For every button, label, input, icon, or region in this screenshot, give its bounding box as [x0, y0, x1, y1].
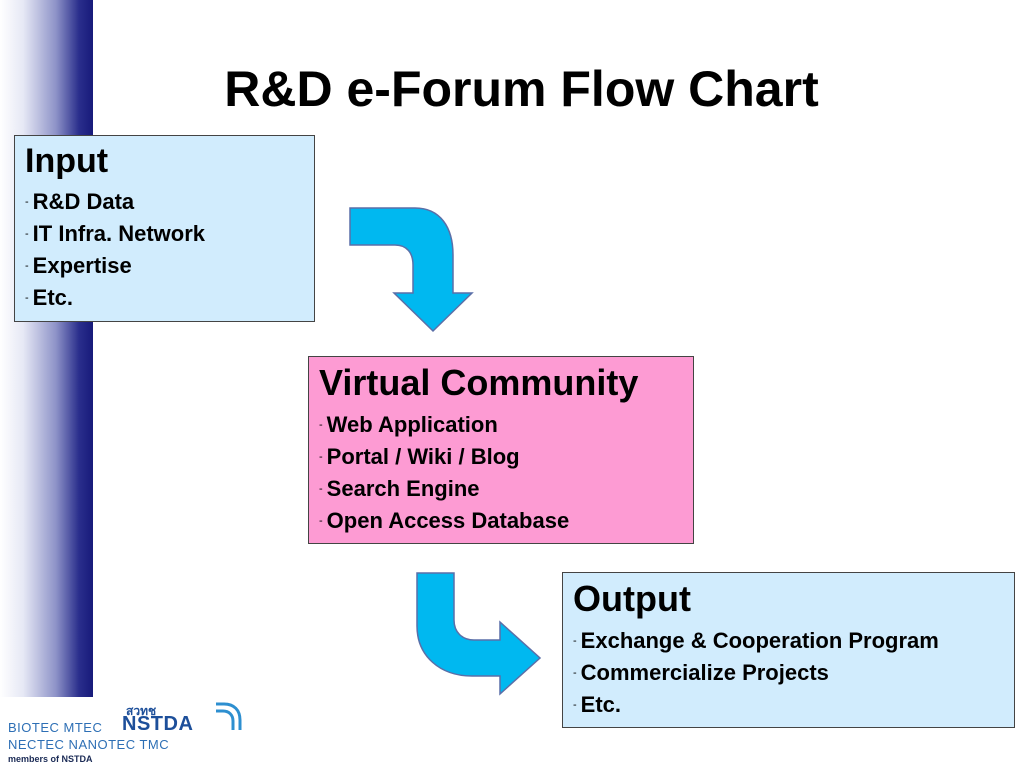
list-item: -Commercialize Projects [573, 660, 829, 685]
logo-row1: BIOTEC MTEC [8, 720, 103, 735]
output-list: -Exchange & Cooperation Program -Commerc… [573, 625, 1004, 721]
logo-row2: NECTEC NANOTEC TMC [8, 737, 170, 752]
list-item: -Exchange & Cooperation Program [573, 628, 939, 653]
list-item: -Expertise [25, 253, 132, 278]
logo-mark-icon [216, 702, 242, 730]
input-list: -R&D Data -IT Infra. Network -Expertise … [25, 186, 304, 314]
nstda-logo: สวทช NSTDA BIOTEC MTEC NECTEC NANOTEC TM… [4, 700, 244, 767]
output-heading: Output [573, 578, 691, 619]
logo-brand: NSTDA [122, 713, 194, 735]
list-item: -Etc. [25, 285, 74, 310]
logo-members: members of NSTDA [8, 754, 93, 764]
list-item: -Web Application [319, 412, 498, 437]
list-item: -Portal / Wiki / Blog [319, 444, 520, 469]
list-item: -Open Access Database [319, 508, 570, 533]
slide-title: R&D e-Forum Flow Chart [224, 61, 819, 117]
input-box: Input -R&D Data -IT Infra. Network -Expe… [14, 135, 315, 322]
curved-arrow-right-icon [416, 572, 542, 696]
virtual-community-box: Virtual Community -Web Application -Port… [308, 356, 694, 544]
list-item: -IT Infra. Network [25, 221, 206, 246]
input-heading: Input [25, 142, 109, 180]
list-item: -Etc. [573, 692, 622, 717]
output-box: Output -Exchange & Cooperation Program -… [562, 572, 1015, 728]
virtual-community-list: -Web Application -Portal / Wiki / Blog -… [319, 409, 683, 537]
list-item: -Search Engine [319, 476, 480, 501]
side-gradient-band [0, 0, 93, 697]
virtual-community-heading: Virtual Community [319, 362, 639, 403]
logo-thai-text: สวทช [126, 704, 157, 718]
curved-arrow-down-icon [349, 207, 474, 333]
list-item: -R&D Data [25, 189, 135, 214]
